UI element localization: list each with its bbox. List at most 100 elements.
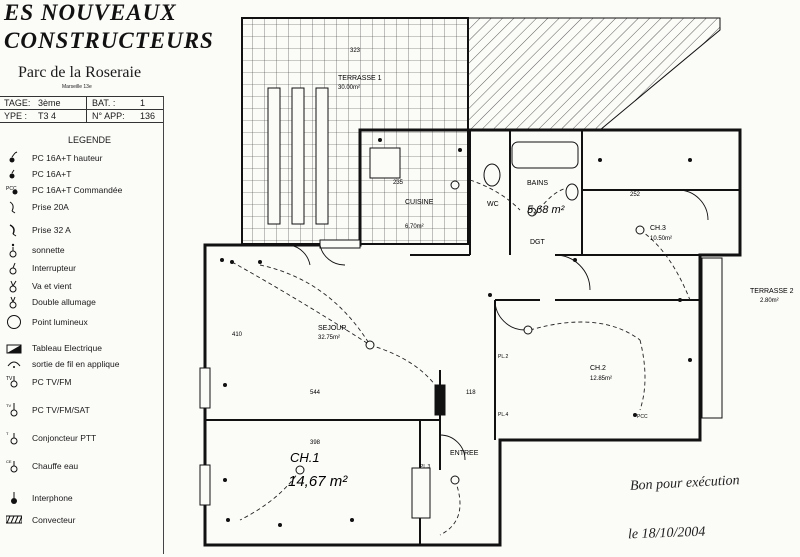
bat-value: 1 [140, 98, 146, 108]
legend-label: Interrupteur [32, 263, 76, 273]
room-area: 6.70m² [405, 224, 424, 230]
project-subtitle: Marseille 13e [62, 84, 92, 90]
legend-item: Point lumineux [0, 314, 165, 330]
room-area: 2.80m² [760, 298, 779, 304]
tv-fm-sat-icon: TV [6, 403, 18, 417]
legend-item: Convecteur [0, 512, 165, 528]
legend-item: T Conjoncteur PTT [0, 430, 165, 446]
legend-item: PC 16A+T hauteur [0, 150, 165, 166]
wall-outlet-wire-icon [7, 361, 21, 368]
svg-text:TV: TV [6, 403, 11, 408]
info-row-1: TAGE: 3ème BAT. : 1 [0, 97, 164, 110]
svg-text:T: T [6, 431, 9, 436]
legend-label: Conjoncteur PTT [32, 433, 97, 443]
room-name: ENTREE [450, 450, 479, 457]
app-label: N° APP: [92, 111, 125, 121]
light-points [295, 180, 645, 485]
room-name: CUISINE [405, 199, 434, 206]
legend-frame-line [163, 96, 164, 554]
room-name: BAINS [527, 180, 548, 187]
room-area: 5,68 m² [527, 204, 565, 216]
room-area: 10.50m² [650, 236, 672, 242]
legend-item: PCC PC 16A+T Commandée [0, 182, 165, 198]
room-area: 12.85m² [590, 376, 612, 382]
legend-item: Prise 20A [0, 199, 165, 215]
legend-item: sortie de fil en applique [0, 356, 165, 372]
legend-title: LEGENDE [68, 135, 112, 145]
info-table: TAGE: 3ème BAT. : 1 YPE : T3 4 N° APP: 1… [0, 96, 164, 123]
plan-small-label: PL.2 [498, 354, 509, 360]
legend-item: Double allumage [0, 294, 165, 310]
dimension-label: 544 [310, 390, 321, 396]
bat-label: BAT. : [92, 98, 116, 108]
windows [199, 239, 723, 506]
water-heater-icon: CE [6, 459, 18, 473]
etage-value: 3ème [38, 98, 61, 108]
legend-item: Tableau Electrique [0, 340, 165, 356]
outlet-icon [9, 169, 15, 179]
socket-32a-icon [9, 224, 17, 237]
legend-label: Double allumage [32, 297, 96, 307]
room-area: 30.00m² [338, 85, 360, 91]
legend-item: CE Chauffe eau [0, 458, 165, 474]
type-value: T3 4 [38, 111, 57, 121]
legend-item: sonnette [0, 242, 165, 258]
roof-hatch [467, 17, 721, 131]
room-name: CH.3 [650, 225, 666, 232]
room-name: DGT [530, 239, 546, 246]
legend-label: PC TV/FM [32, 377, 72, 387]
project-name: Parc de la Roseraie [18, 64, 142, 81]
light-point-icon [7, 315, 21, 329]
info-row-2: YPE : T3 4 N° APP: 136 [0, 110, 164, 123]
legend-label: Tableau Electrique [32, 343, 102, 353]
legend-label: PC TV/FM/SAT [32, 405, 90, 415]
plan-small-label: PCC [637, 414, 648, 420]
legend-item: PC 16A+T [0, 166, 165, 182]
door-swings [289, 189, 709, 461]
brand-line-1: ES NOUVEAUX [4, 0, 177, 25]
svg-text:CE: CE [6, 459, 12, 464]
room-name: TERRASSE 1 [338, 75, 382, 82]
socket-20a-icon [9, 201, 16, 214]
legend-label: PC 16A+T [32, 169, 72, 179]
bell-icon [9, 243, 17, 258]
convector-icon [6, 515, 22, 524]
approval-date: le 18/10/2004 [627, 524, 706, 543]
svg-text:PCC: PCC [6, 186, 17, 192]
plan-small-label: PL.4 [498, 412, 509, 418]
legend-label: Prise 20A [32, 202, 69, 212]
legend-label: Chauffe eau [32, 461, 79, 471]
legend-label: Prise 32 A [32, 225, 71, 235]
sanitary-fixtures [369, 141, 579, 519]
dimension-label: 410 [232, 332, 243, 338]
room-name: CH.2 [590, 365, 606, 372]
legend-label: PC 16A+T hauteur [32, 153, 103, 163]
dimension-label: 252 [630, 192, 641, 198]
outlet-controlled-icon: PCC [6, 186, 18, 195]
legend-label: Va et vient [32, 281, 72, 291]
double-switch-icon [9, 296, 17, 309]
terrasse-railing [267, 87, 329, 225]
room-name: CH.1 [290, 450, 320, 465]
info-divider [86, 97, 87, 123]
electrical-panel-icon [6, 344, 22, 354]
etage-label: TAGE: [4, 98, 31, 108]
dimension-label: 398 [310, 440, 321, 446]
room-area: 32.75m² [318, 335, 340, 341]
two-way-switch-icon [9, 280, 17, 293]
svg-text:TV: TV [6, 376, 13, 382]
room-area: 14,67 m² [288, 473, 348, 490]
outlet-dots [220, 138, 692, 527]
legend-item: TV PC TV/FM [0, 374, 165, 390]
type-label: YPE : [4, 111, 28, 121]
legend-item: Interphone [0, 490, 165, 506]
legend-label: Interphone [32, 493, 73, 503]
legend-label: PC 16A+T Commandée [32, 185, 123, 195]
switch-icon [9, 262, 17, 275]
outlet-high-icon [9, 151, 18, 163]
brand-line-2: CONSTRUCTEURS [4, 28, 214, 53]
legend-label: sortie de fil en applique [32, 359, 120, 369]
tv-fm-icon: TV [6, 376, 18, 388]
floor-plan: TERRASSE 1 30.00m² CUISINE 6.70m² WC BAI… [199, 17, 794, 547]
outer-walls [203, 128, 742, 547]
